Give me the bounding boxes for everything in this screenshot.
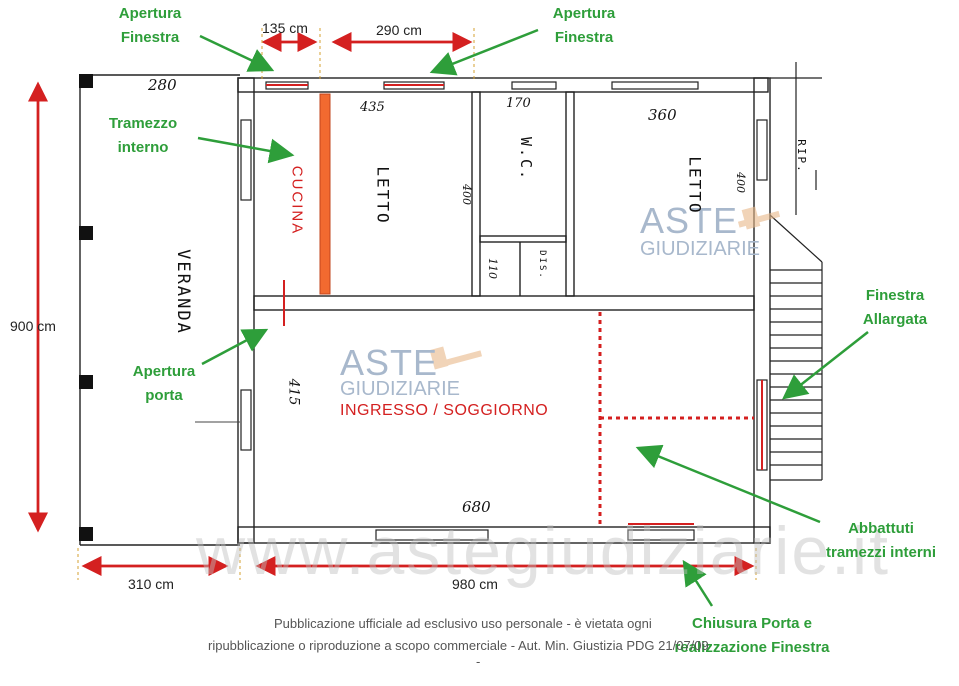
measure-680: 680 — [462, 498, 491, 516]
gavel-icon — [429, 206, 781, 370]
watermark-aste-1: ASTE — [640, 200, 739, 241]
room-cucina: CUCINA — [288, 165, 306, 236]
measure-415: 415 — [285, 378, 302, 406]
tramezzo-interno — [319, 93, 331, 295]
bottom-window — [375, 529, 695, 541]
footer-dash: - — [476, 654, 481, 669]
watermark-giudiziarie-1: GIUDIZIARIE — [640, 238, 761, 260]
annotation-apertura-porta: Apertura porta — [132, 363, 196, 404]
room-veranda: VERANDA — [172, 249, 193, 335]
dim-135: 135 cm — [262, 20, 308, 36]
room-rip: RIP. — [794, 139, 808, 174]
annotation-chiusura: Chiusura Porta e realizzazione Finestra — [674, 615, 830, 656]
red-dimensions — [28, 32, 755, 576]
measure-170: 170 — [506, 96, 531, 111]
dim-900: 900 cm — [10, 318, 56, 334]
green-arrows — [197, 28, 869, 607]
measure-360: 360 — [648, 106, 677, 124]
room-ingresso-soggiorno: INGRESSO / SOGGIORNO — [340, 402, 549, 419]
left-openings — [240, 119, 252, 451]
top-windows — [265, 81, 699, 90]
stairs — [769, 214, 823, 481]
room-letto-2: LETTO — [685, 156, 705, 215]
watermark-giudiziarie-2: GIUDIZIARIE — [340, 378, 461, 400]
watermark-aste-2: ASTE — [340, 342, 439, 383]
watermark-site: www.astegiudiziarie.it — [196, 513, 891, 589]
annotation-finestra-allargata: Finestra Allargata — [862, 287, 928, 328]
annotation-tramezzo: Tramezzo interno — [108, 115, 178, 156]
room-letto-1: LETTO — [373, 166, 393, 225]
ripostiglio — [770, 62, 822, 215]
dim-310: 310 cm — [128, 576, 174, 592]
annotation-apertura-finestra-left: Apertura Finestra — [118, 5, 182, 46]
veranda-pillars — [79, 74, 93, 541]
abbattuti-tramezzi — [598, 312, 754, 525]
room-dis: DIS. — [536, 250, 547, 280]
measure-280: 280 — [148, 76, 177, 94]
dim-980: 980 cm — [452, 576, 498, 592]
measure-400-a: 400 — [460, 184, 473, 205]
measure-435: 435 — [360, 100, 385, 115]
footer-line-1: Pubblicazione ufficiale ad esclusivo uso… — [274, 616, 652, 631]
measure-400-b: 400 — [734, 172, 747, 193]
veranda-outline — [79, 74, 240, 546]
dim-290: 290 cm — [376, 22, 422, 38]
footer-line-2: ripubblicazione o riproduzione a scopo c… — [208, 638, 709, 653]
annotation-apertura-finestra-right: Apertura Finestra — [552, 5, 616, 46]
measure-110: 110 — [486, 258, 499, 279]
annotation-abbattuti: Abbattuti tramezzi interni — [825, 520, 937, 561]
outer-walls — [237, 77, 771, 544]
room-wc: W.C. — [517, 136, 536, 182]
